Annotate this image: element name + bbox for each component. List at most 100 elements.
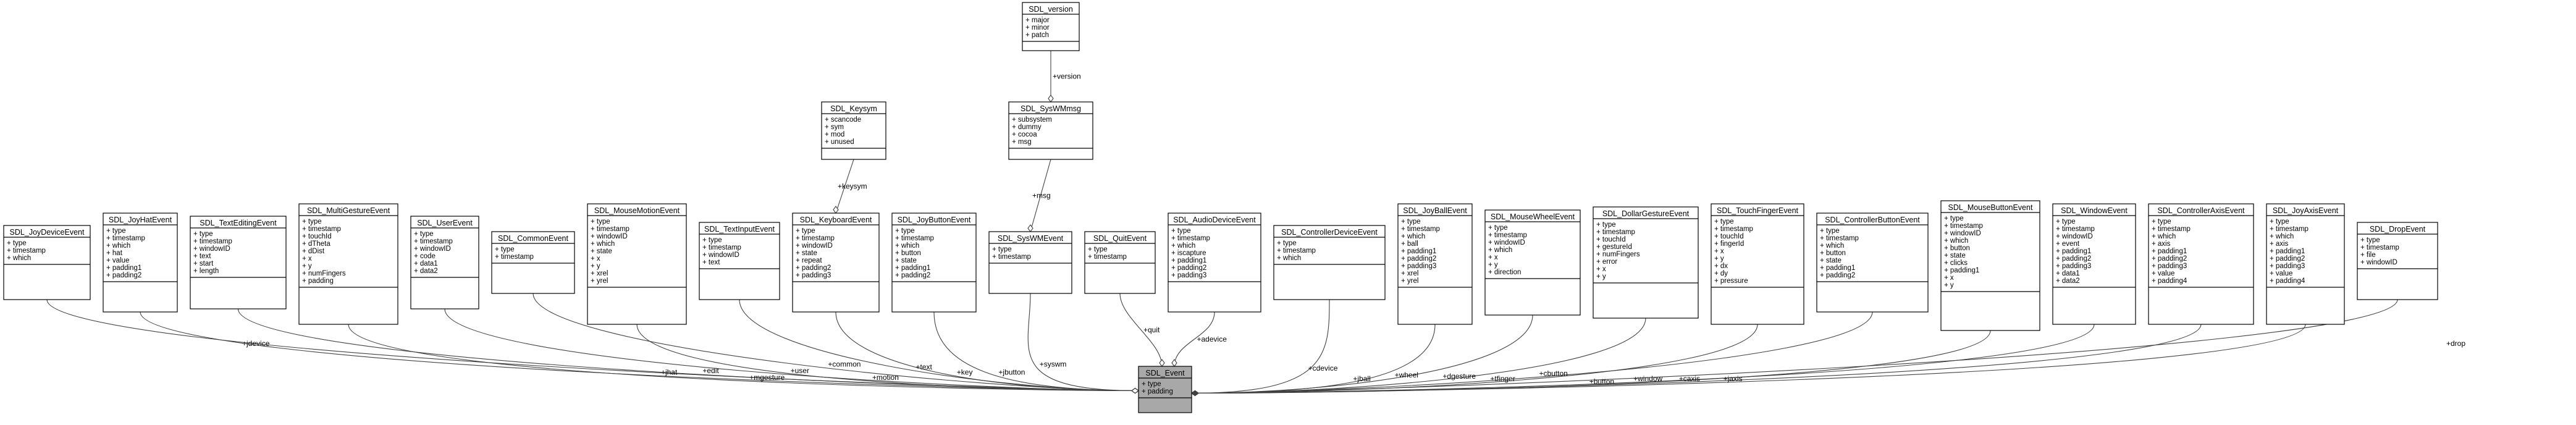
- node-border: [1022, 2, 1080, 51]
- node-attribute: + cocoa: [1012, 131, 1037, 138]
- node-title: SDL_SysWMEvent: [998, 234, 1064, 243]
- node-attribute: + state: [796, 250, 817, 257]
- node-title: SDL_MouseWheelEvent: [1491, 212, 1575, 221]
- class-node-sys-wmmsg[interactable]: SDL_SysWMmsg+ subsystem+ dummy+ cocoa+ m…: [1008, 101, 1093, 160]
- node-attribute: + pressure: [1714, 277, 1748, 285]
- class-node-window-event[interactable]: SDL_WindowEvent+ type+ timestamp+ window…: [2052, 203, 2136, 325]
- node-border: [2052, 203, 2136, 325]
- class-node-common-event[interactable]: SDL_CommonEvent+ type+ timestamp: [491, 231, 575, 294]
- node-title: SDL_MultiGestureEvent: [307, 206, 390, 215]
- class-node-keysym[interactable]: SDL_Keysym+ scancode+ sym+ mod+ unused: [821, 101, 886, 160]
- edge-label: +user: [791, 366, 809, 375]
- class-node-joy-axis-event[interactable]: SDL_JoyAxisEvent+ type+ timestamp+ which…: [2266, 203, 2345, 325]
- node-border: [1940, 200, 2040, 331]
- node-attribute: + timestamp: [1596, 229, 1635, 236]
- class-node-joy-hat-event[interactable]: SDL_JoyHatEvent+ type+ timestamp+ which+…: [103, 212, 178, 313]
- node-title: SDL_ControllerAxisEvent: [2157, 206, 2245, 215]
- node-attribute: + which: [7, 255, 31, 262]
- edge-line: [835, 159, 854, 214]
- class-node-touch-finger-event[interactable]: SDL_TouchFingerEvent+ type+ timestamp+ t…: [1711, 203, 1804, 325]
- edge-label: +jball: [1353, 374, 1370, 383]
- node-title: SDL_AudioDeviceEvent: [1173, 216, 1256, 224]
- edge-label: +tfinger: [1490, 374, 1515, 383]
- edge-label: +version: [1053, 72, 1081, 81]
- node-title: SDL_TouchFingerEvent: [1717, 206, 1799, 215]
- class-node-controller-device-event[interactable]: SDL_ControllerDeviceEvent+ type+ timesta…: [1273, 225, 1386, 300]
- node-border: [1397, 203, 1473, 325]
- node-title: SDL_JoyDeviceEvent: [10, 228, 85, 237]
- node-attribute: + dx: [1714, 263, 1728, 270]
- class-node-event[interactable]: SDL_Event+ type+ padding: [1138, 366, 1192, 413]
- edge-line: [1119, 293, 1163, 367]
- node-attribute: + which: [2270, 233, 2294, 240]
- node-attribute: + state: [895, 257, 917, 264]
- edge-line: [1174, 311, 1215, 367]
- node-attribute: + minor: [1025, 24, 1050, 32]
- node-attribute: + type: [1596, 221, 1616, 229]
- node-attribute: + value: [2152, 270, 2174, 277]
- node-attribute: + y: [1488, 261, 1498, 269]
- aggregation-diamond: [1159, 359, 1165, 367]
- node-attribute: + type: [1401, 218, 1421, 225]
- node-title: SDL_version: [1029, 5, 1073, 14]
- node-attribute: + padding3: [2152, 263, 2187, 270]
- node-attribute: + padding1: [2152, 248, 2187, 255]
- class-node-user-event[interactable]: SDL_UserEvent+ type+ timestamp+ windowID…: [410, 216, 479, 309]
- node-attribute: + type: [1820, 227, 1840, 235]
- node-border: [587, 203, 687, 325]
- node-title: SDL_KeyboardEvent: [800, 216, 872, 224]
- node-attribute: + subsystem: [1012, 116, 1052, 124]
- class-node-mouse-wheel-event[interactable]: SDL_MouseWheelEvent+ type+ timestamp+ wi…: [1484, 209, 1581, 316]
- class-node-keyboard-event[interactable]: SDL_KeyboardEvent+ type+ timestamp+ wind…: [792, 212, 880, 313]
- class-node-quit-event[interactable]: SDL_QuitEvent+ type+ timestamp: [1084, 231, 1156, 294]
- node-attribute: + state: [1944, 252, 1966, 259]
- class-node-joy-ball-event[interactable]: SDL_JoyBallEvent+ type+ timestamp+ which…: [1397, 203, 1473, 325]
- aggregation-diamond: [1048, 95, 1054, 103]
- node-attribute: + axis: [2152, 240, 2171, 248]
- edge-label: +syswm: [1040, 360, 1067, 369]
- node-attribute: + type: [591, 218, 610, 225]
- node-title: SDL_Event: [1145, 369, 1185, 377]
- node-attribute: + timestamp: [2270, 225, 2309, 233]
- node-attribute: + timestamp: [302, 225, 341, 233]
- node-attribute: + type: [1088, 246, 1108, 253]
- node-title: SDL_DropEvent: [2370, 225, 2426, 234]
- class-node-version[interactable]: SDL_version+ major+ minor+ patch: [1022, 2, 1080, 51]
- node-attribute: + msg: [1012, 138, 1032, 146]
- class-node-mouse-button-event[interactable]: SDL_MouseButtonEvent+ type+ timestamp+ w…: [1940, 200, 2040, 331]
- node-title: SDL_ControllerButtonEvent: [1825, 216, 1920, 224]
- class-node-drop-event[interactable]: SDL_DropEvent+ type+ timestamp+ file+ wi…: [2357, 222, 2438, 300]
- class-node-multi-gesture-event[interactable]: SDL_MultiGestureEvent+ type+ timestamp+ …: [298, 203, 398, 325]
- node-attribute: + axis: [2270, 240, 2289, 248]
- class-node-joy-button-event[interactable]: SDL_JoyButtonEvent+ type+ timestamp+ whi…: [891, 212, 977, 313]
- node-attribute: + timestamp: [2360, 244, 2399, 251]
- node-title: SDL_WindowEvent: [2061, 206, 2128, 215]
- class-node-mouse-motion-event[interactable]: SDL_MouseMotionEvent+ type+ timestamp+ w…: [587, 203, 687, 325]
- node-attribute: + clicks: [1944, 259, 1968, 267]
- node-attribute: + type: [796, 227, 815, 235]
- node-attribute: + text: [702, 259, 720, 266]
- node-attribute: + timestamp: [495, 253, 534, 261]
- class-node-controller-button-event[interactable]: SDL_ControllerButtonEvent+ type+ timesta…: [1816, 212, 1929, 313]
- node-attribute: + timestamp: [1944, 222, 1983, 230]
- class-node-sys-wmevent[interactable]: SDL_SysWMEvent+ type+ timestamp: [988, 231, 1072, 294]
- node-attribute: + type: [2152, 218, 2171, 225]
- class-node-audio-device-event[interactable]: SDL_AudioDeviceEvent+ type+ timestamp+ w…: [1168, 212, 1261, 313]
- edge-label: +quit: [1143, 326, 1160, 334]
- class-node-joy-device-event[interactable]: SDL_JoyDeviceEvent+ type+ timestamp+ whi…: [3, 225, 91, 300]
- node-attribute: + type: [106, 227, 126, 235]
- node-attribute: + type: [702, 237, 722, 244]
- node-attribute: + text: [193, 253, 211, 260]
- node-attribute: + timestamp: [7, 247, 46, 255]
- node-attribute: + data1: [414, 260, 438, 267]
- class-node-controller-axis-event[interactable]: SDL_ControllerAxisEvent+ type+ timestamp…: [2148, 203, 2254, 325]
- class-node-text-input-event[interactable]: SDL_TextInputEvent+ type+ timestamp+ win…: [699, 222, 780, 300]
- node-border: [1008, 101, 1093, 160]
- node-title: SDL_JoyAxisEvent: [2273, 206, 2339, 215]
- node-attribute: + hat: [106, 250, 123, 257]
- node-border: [298, 203, 398, 325]
- class-node-text-editing-event[interactable]: SDL_TextEditingEvent+ type+ timestamp+ w…: [190, 216, 287, 309]
- edge-cdevice: +cdevice: [1191, 299, 1338, 397]
- class-node-dollar-gesture-event[interactable]: SDL_DollarGestureEvent+ type+ timestamp+…: [1593, 206, 1699, 319]
- node-attribute: + xrel: [591, 270, 608, 277]
